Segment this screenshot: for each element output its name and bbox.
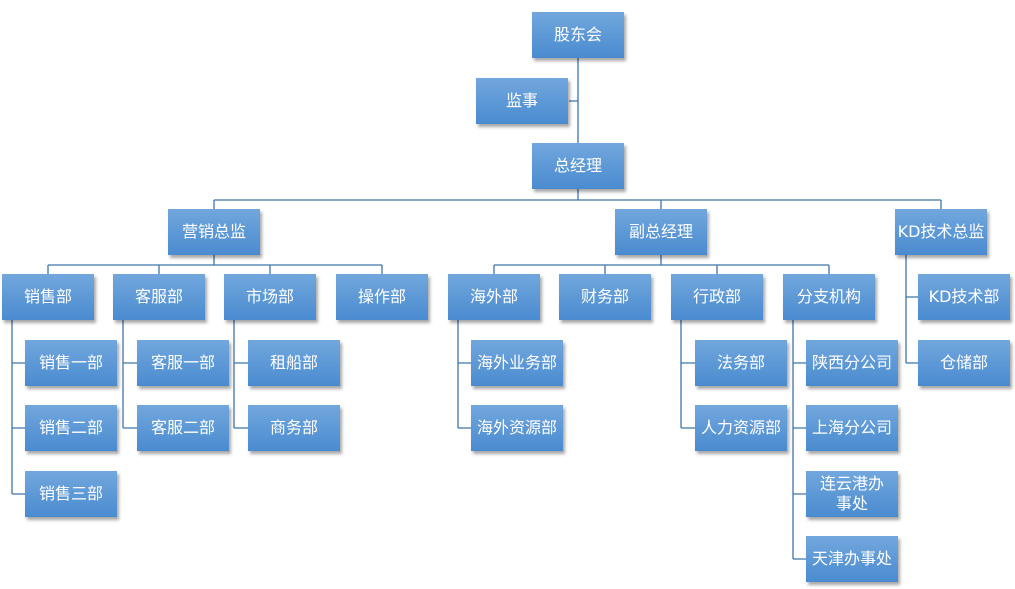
node-operations[interactable]: 操作部 — [336, 274, 428, 320]
node-general-manager[interactable]: 总经理 — [532, 143, 624, 189]
node-admin[interactable]: 行政部 — [671, 274, 763, 320]
node-overseas[interactable]: 海外部 — [448, 274, 540, 320]
node-lianyungang-office[interactable]: 连云港办事处 — [806, 471, 898, 517]
node-kd-tech-director[interactable]: KD技术总监 — [895, 209, 987, 255]
node-tianjin-office[interactable]: 天津办事处 — [806, 536, 898, 582]
node-shareholders[interactable]: 股东会 — [532, 12, 624, 58]
node-shaanxi-branch[interactable]: 陕西分公司 — [806, 340, 898, 386]
node-market[interactable]: 市场部 — [224, 274, 316, 320]
node-chartering[interactable]: 租船部 — [248, 340, 340, 386]
node-supervisor[interactable]: 监事 — [476, 78, 568, 124]
node-kd-tech[interactable]: KD技术部 — [918, 274, 1010, 320]
node-finance[interactable]: 财务部 — [559, 274, 651, 320]
node-legal[interactable]: 法务部 — [695, 340, 787, 386]
node-sales-3[interactable]: 销售三部 — [25, 471, 117, 517]
node-hr[interactable]: 人力资源部 — [695, 405, 787, 451]
node-service-1[interactable]: 客服一部 — [137, 340, 229, 386]
node-sales-2[interactable]: 销售二部 — [25, 405, 117, 451]
node-warehouse[interactable]: 仓储部 — [918, 340, 1010, 386]
node-deputy-gm[interactable]: 副总经理 — [615, 209, 707, 255]
node-sales[interactable]: 销售部 — [2, 274, 94, 320]
node-marketing-director[interactable]: 营销总监 — [168, 209, 260, 255]
node-overseas-resources[interactable]: 海外资源部 — [471, 405, 563, 451]
node-overseas-business[interactable]: 海外业务部 — [471, 340, 563, 386]
node-sales-1[interactable]: 销售一部 — [25, 340, 117, 386]
node-business[interactable]: 商务部 — [248, 405, 340, 451]
node-branches[interactable]: 分支机构 — [783, 274, 875, 320]
node-service-2[interactable]: 客服二部 — [137, 405, 229, 451]
node-shanghai-branch[interactable]: 上海分公司 — [806, 405, 898, 451]
node-service[interactable]: 客服部 — [113, 274, 205, 320]
